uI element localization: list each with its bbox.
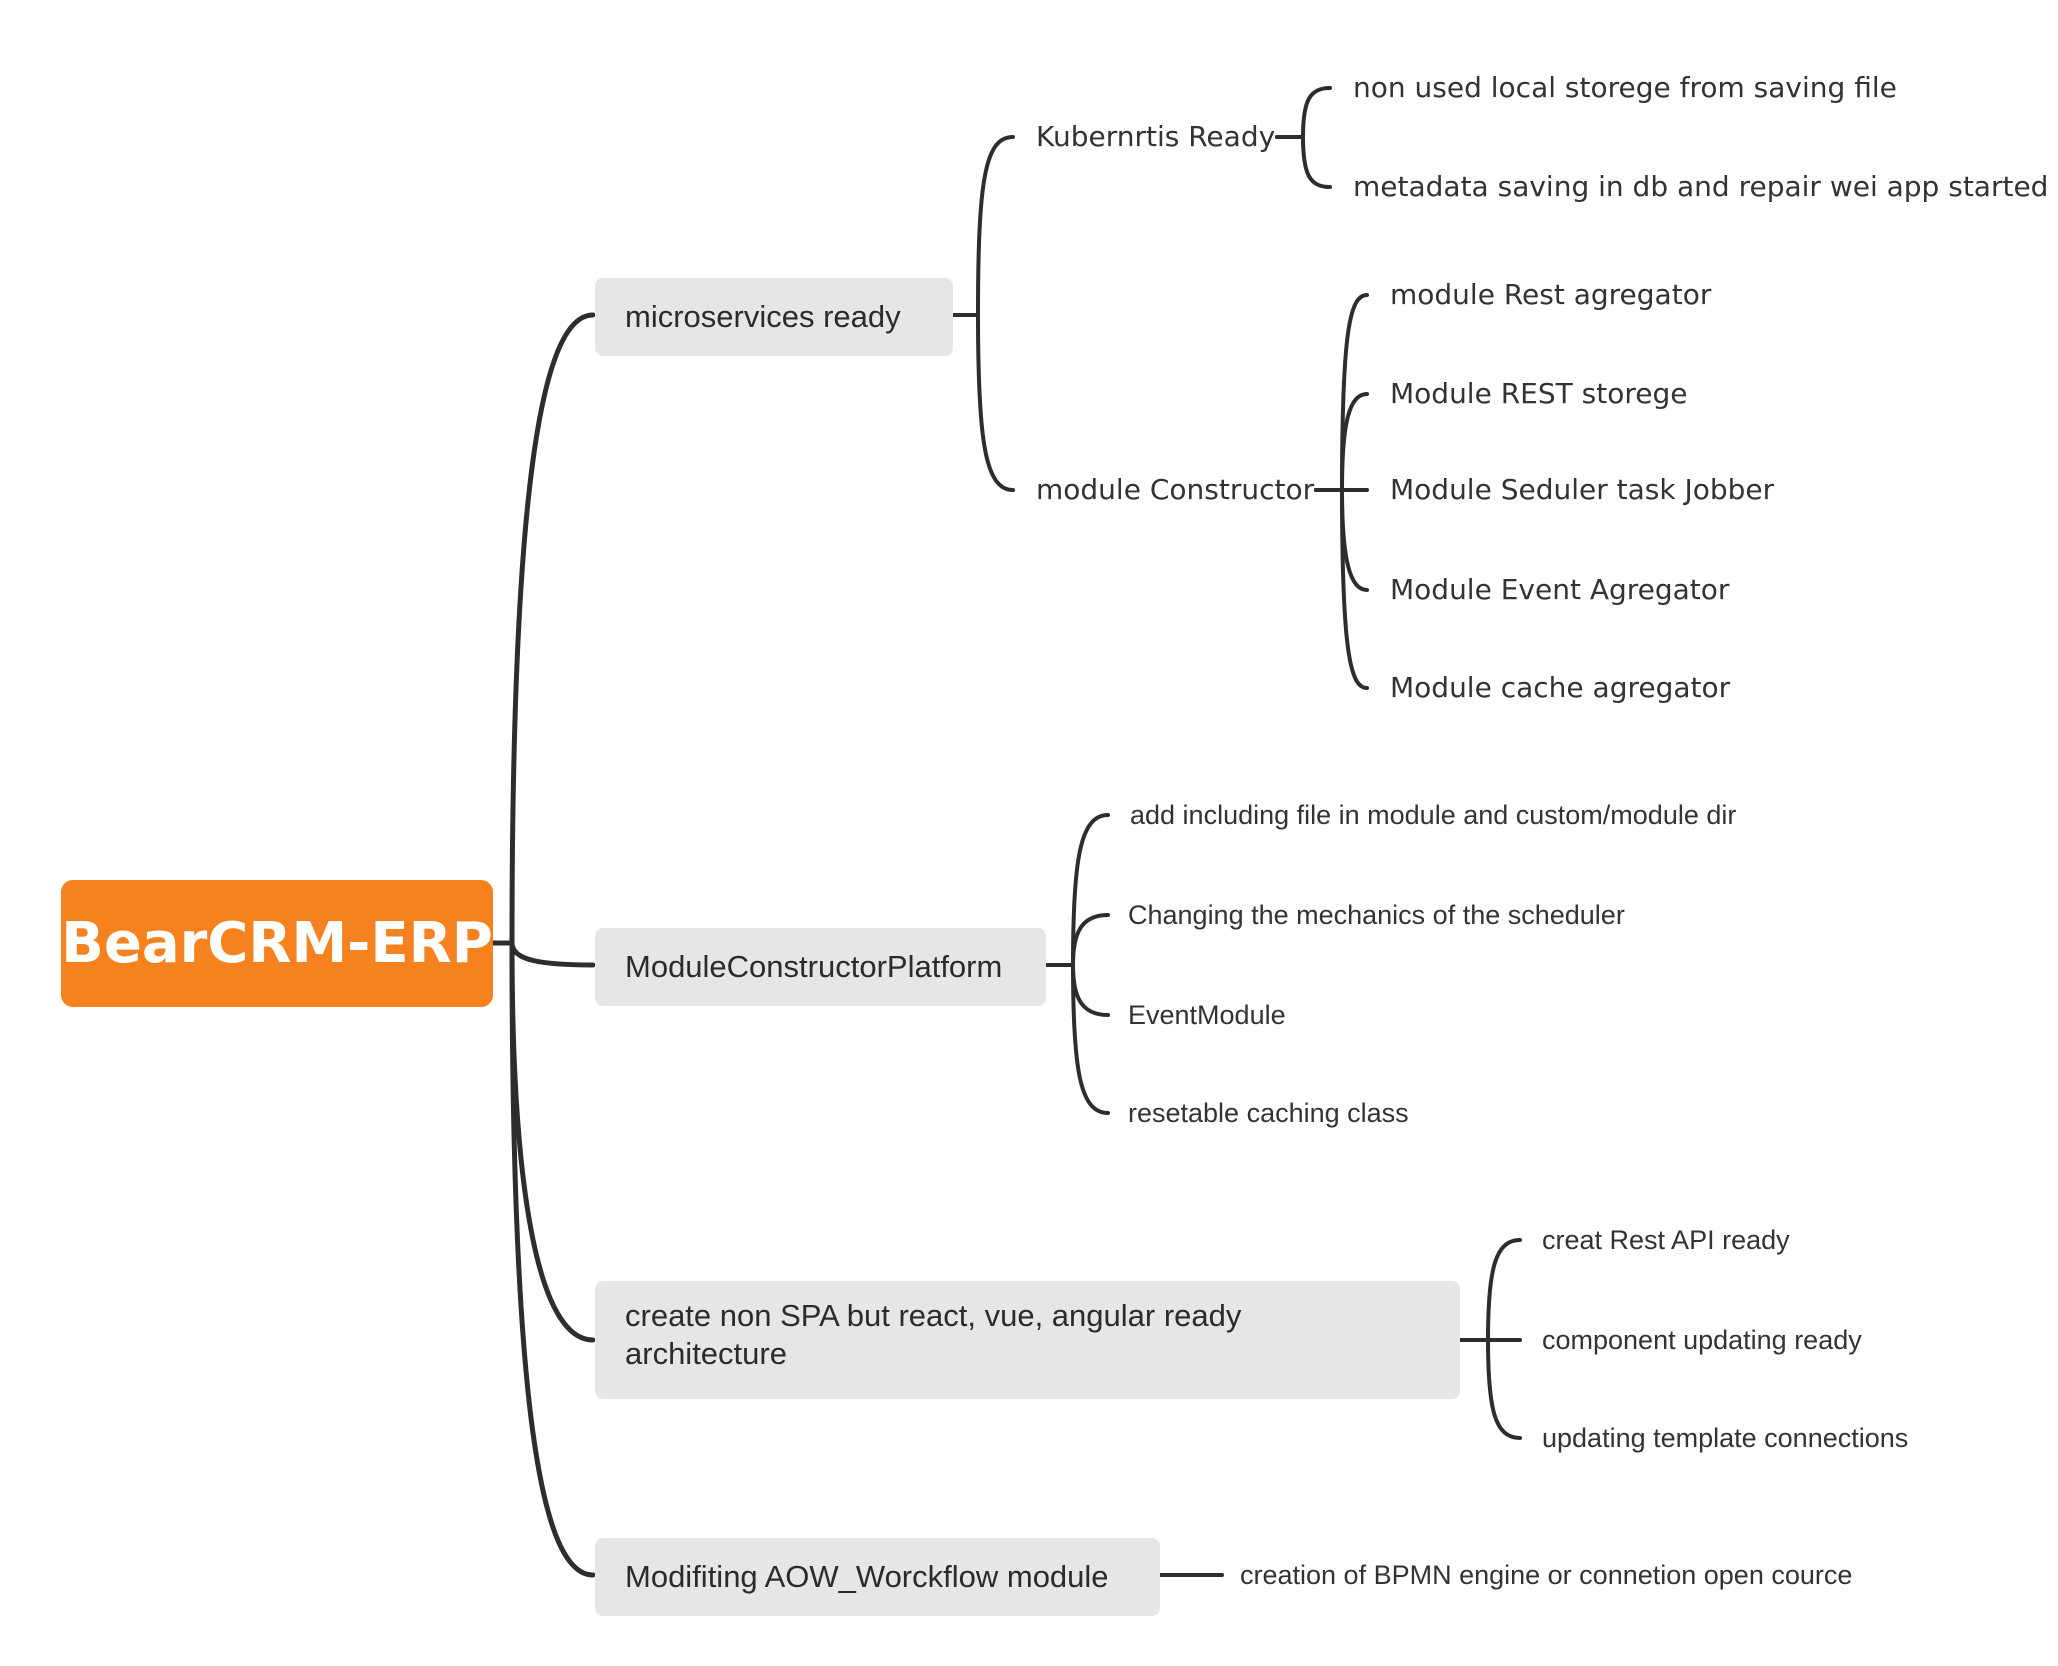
link-root-moduleconstructorplatform	[490, 940, 596, 968]
link-kubernrtis-child-2	[1275, 135, 1332, 189]
link-root-microservices	[490, 312, 596, 946]
leaf-label: add including file in module and custom/…	[1130, 800, 1737, 830]
leaf-add-including-file[interactable]: add including file in module and custom/…	[1130, 797, 1736, 833]
link-microservices-kubernrtis	[951, 135, 1015, 317]
leaf-module-seduler-task-jobber[interactable]: Module Seduler task Jobber	[1390, 472, 1774, 508]
branch-label: create non SPA but react, vue, angular r…	[625, 1298, 1242, 1371]
branch-module-constructor-platform[interactable]: ModuleConstructorPlatform	[595, 928, 1046, 1006]
branch-microservices-ready[interactable]: microservices ready	[595, 278, 953, 356]
leaf-event-module[interactable]: EventModule	[1128, 997, 1286, 1033]
link-moduleconstructor-child-5	[1314, 488, 1369, 690]
leaf-module-rest-agregator[interactable]: module Rest agregator	[1390, 277, 1711, 313]
branch-non-spa-architecture[interactable]: create non SPA but react, vue, angular r…	[595, 1281, 1460, 1399]
link-nonspa-child-1	[1458, 1238, 1522, 1342]
leaf-label: updating template connections	[1542, 1423, 1909, 1453]
leaf-label: creat Rest API ready	[1542, 1225, 1790, 1255]
leaf-module-rest-storege[interactable]: Module REST storege	[1390, 376, 1687, 412]
leaf-module-cache-agregator[interactable]: Module cache agregator	[1390, 670, 1730, 706]
leaf-creat-rest-api-ready[interactable]: creat Rest API ready	[1542, 1222, 1790, 1258]
link-kubernrtis-child-1	[1275, 86, 1332, 139]
link-nonspa-child-3	[1458, 1338, 1522, 1440]
leaf-label: Module Event Agregator	[1390, 573, 1730, 606]
branch-label: Modifiting AOW_Worckflow module	[625, 1559, 1109, 1594]
branch-aow-worckflow-module[interactable]: Modifiting AOW_Worckflow module	[595, 1538, 1160, 1616]
leaf-label: module Rest agregator	[1390, 278, 1712, 311]
leaf-label: Changing the mechanics of the scheduler	[1128, 900, 1625, 930]
link-root-nonspa	[490, 940, 596, 1343]
node-kubernrtis-ready[interactable]: Kubernrtis Ready	[1036, 119, 1275, 155]
link-root-aow	[490, 940, 596, 1578]
root-label: BearCRM-ERP	[61, 911, 493, 976]
leaf-changing-mechanics-scheduler[interactable]: Changing the mechanics of the scheduler	[1128, 897, 1625, 933]
link-microservices-moduleconstructor	[951, 313, 1015, 492]
leaf-label: component updating ready	[1542, 1325, 1862, 1355]
branch-label: ModuleConstructorPlatform	[625, 949, 1003, 984]
node-module-constructor[interactable]: module Constructor	[1036, 472, 1314, 508]
root-node[interactable]: BearCRM-ERP	[61, 880, 493, 1007]
link-mcp-child-2	[1044, 913, 1110, 967]
leaf-creation-bpmn-engine[interactable]: creation of BPMN engine or connetion ope…	[1240, 1557, 1852, 1593]
leaf-updating-template-connections[interactable]: updating template connections	[1542, 1420, 1908, 1456]
leaf-label: creation of BPMN engine or connetion ope…	[1240, 1560, 1853, 1590]
link-mcp-child-3	[1044, 963, 1110, 1017]
branch-label: microservices ready	[625, 299, 901, 334]
leaf-resetable-caching-class[interactable]: resetable caching class	[1128, 1095, 1409, 1131]
link-mcp-child-4	[1044, 963, 1110, 1115]
leaf-module-event-agregator[interactable]: Module Event Agregator	[1390, 572, 1729, 608]
leaf-label: Module cache agregator	[1390, 671, 1731, 704]
leaf-label: Module Seduler task Jobber	[1390, 473, 1775, 506]
node-label: Kubernrtis Ready	[1036, 120, 1276, 153]
link-moduleconstructor-child-2	[1314, 392, 1369, 492]
leaf-label: non used local storege from saving file	[1353, 71, 1897, 104]
leaf-non-used-local-storege[interactable]: non used local storege from saving file	[1353, 70, 1897, 106]
leaf-label: Module REST storege	[1390, 377, 1688, 410]
leaf-label: metadata saving in db and repair wei app…	[1353, 170, 2049, 203]
node-label: module Constructor	[1036, 473, 1315, 506]
leaf-metadata-saving[interactable]: metadata saving in db and repair wei app…	[1353, 169, 2048, 205]
leaf-label: EventModule	[1128, 1000, 1286, 1030]
leaf-label: resetable caching class	[1128, 1098, 1409, 1128]
leaf-component-updating-ready[interactable]: component updating ready	[1542, 1322, 1862, 1358]
